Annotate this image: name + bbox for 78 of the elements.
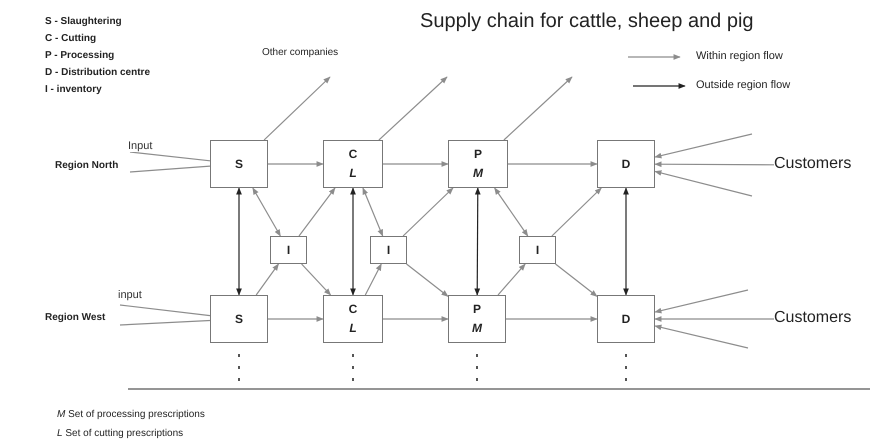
- arrow: [623, 187, 629, 296]
- process-box: [448, 140, 508, 188]
- arrow: [301, 264, 332, 296]
- connector-line: [120, 320, 210, 326]
- box-letter: I: [386, 242, 390, 258]
- connector-line: [130, 151, 210, 162]
- arrow: [298, 187, 336, 236]
- prescription-mark: M: [472, 321, 482, 336]
- process-box: [270, 236, 307, 264]
- arrow: [654, 289, 748, 314]
- title: Supply chain for cattle, sheep and pig: [420, 10, 754, 33]
- arrow: [364, 263, 382, 296]
- arrow: [654, 161, 774, 168]
- node-label: Customers: [774, 155, 852, 173]
- process-box: [448, 295, 506, 343]
- box-letter: D: [622, 312, 630, 326]
- arrow: [362, 187, 384, 237]
- box-letter: D: [622, 156, 630, 172]
- arrow: [378, 76, 448, 140]
- arrow: [252, 187, 281, 237]
- process-box: [323, 140, 383, 188]
- arrow: [402, 188, 454, 236]
- legend-text: Within region flow: [696, 50, 783, 62]
- arrow: [498, 263, 526, 296]
- key-text: C - Cutting: [45, 33, 96, 44]
- process-box: [597, 140, 655, 188]
- box-letter: C: [348, 302, 358, 317]
- node-label: Customers: [774, 309, 852, 327]
- arrow: [383, 316, 449, 322]
- arrow: [654, 316, 774, 322]
- arrow: [268, 316, 324, 322]
- box-letter: P: [472, 302, 481, 317]
- edge-label: input: [118, 289, 142, 301]
- arrow: [256, 263, 279, 296]
- box-letter: S: [234, 312, 243, 326]
- box-letter: I: [286, 242, 290, 258]
- footnote: M Set of processing prescriptions: [57, 409, 205, 420]
- box-letter: C: [348, 147, 358, 162]
- box-letter: S: [234, 156, 243, 172]
- arrow: [508, 161, 598, 167]
- arrow: [350, 187, 356, 296]
- edge-label: Input: [128, 140, 152, 152]
- process-box: [597, 295, 655, 343]
- key-text: D - Distribution centre: [45, 67, 150, 78]
- process-box: [210, 295, 268, 343]
- key-text: I - inventory: [45, 84, 102, 95]
- region-label: Region West: [45, 312, 106, 323]
- box-letter: P: [474, 147, 482, 162]
- arrow: [474, 187, 481, 296]
- key-text: S - Slaughtering: [45, 16, 122, 27]
- box-letter: I: [536, 242, 540, 258]
- arrow: [236, 187, 242, 296]
- process-box: [370, 236, 407, 264]
- region-label: Region North: [55, 160, 118, 171]
- arrow: [654, 133, 752, 158]
- connector-line: [120, 304, 210, 316]
- connector-line: [130, 166, 210, 173]
- prescription-mark: M: [473, 166, 483, 181]
- arrow: [654, 324, 748, 349]
- process-box: [519, 236, 556, 264]
- arrow: [506, 316, 598, 322]
- arrow: [406, 264, 449, 297]
- arrow: [494, 187, 528, 237]
- note-text: Other companies: [262, 47, 338, 58]
- prescription-mark: L: [349, 166, 357, 181]
- arrow: [551, 188, 602, 236]
- arrow: [555, 264, 598, 297]
- key-text: P - Processing: [45, 50, 114, 61]
- prescription-mark: L: [349, 321, 357, 336]
- process-box: [210, 140, 268, 188]
- arrow: [268, 161, 324, 167]
- legend-text: Outside region flow: [696, 79, 790, 91]
- footnote: L Set of cutting prescriptions: [57, 428, 184, 439]
- process-box: [323, 295, 383, 343]
- arrow: [264, 76, 331, 140]
- arrow: [504, 76, 573, 140]
- arrow: [383, 161, 449, 167]
- arrow: [654, 170, 752, 197]
